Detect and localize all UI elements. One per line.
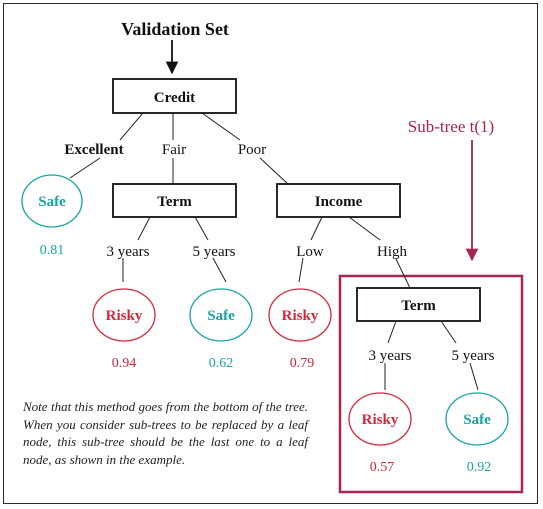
edge-label-3years-left: 3 years (107, 244, 150, 260)
leaf-label: Risky (106, 308, 143, 324)
edge-label-low: Low (296, 244, 324, 260)
tree-edges (69, 112, 479, 391)
edge-term-3years (137, 216, 151, 241)
edge-5years-safe (212, 257, 227, 283)
edge-high-subtree (395, 258, 411, 289)
edge-5years-safe-right (469, 362, 479, 391)
leaf-label: Safe (207, 308, 235, 324)
leaf-safe-excellent: Safe 0.81 (21, 174, 83, 258)
edge-credit-excellent (119, 112, 144, 141)
edge-label-5years-left: 5 years (193, 244, 236, 260)
edge-label-high: High (377, 244, 408, 260)
edge-term-5years (194, 216, 209, 241)
edge-label-fair: Fair (162, 142, 186, 158)
node-credit: Credit (112, 78, 237, 114)
edge-poor-income (259, 157, 289, 185)
leaf-value: 0.62 (209, 356, 234, 371)
node-term-right-label: Term (401, 298, 436, 314)
leaf-value: 0.57 (370, 460, 395, 475)
leaf-safe-subtree: Safe 0.92 (445, 392, 509, 475)
edge-credit-poor (201, 112, 241, 141)
subtree-label: Sub-tree t(1) (408, 117, 494, 136)
subtree-box (338, 274, 524, 494)
edge-labels: Excellent Fair Poor 3 years 5 years Low … (64, 142, 494, 364)
leaf-label: Risky (362, 412, 399, 428)
leaf-label: Risky (282, 308, 319, 324)
edge-label-5years-right: 5 years (452, 348, 495, 364)
node-term-right: Term (356, 287, 481, 322)
leaf-label: Safe (463, 412, 491, 428)
explanatory-note: Note that this method goes from the bott… (23, 399, 308, 467)
edge-term-3years-right (387, 320, 397, 344)
leaf-value: 0.81 (40, 243, 65, 258)
edge-label-excellent: Excellent (64, 142, 123, 158)
leaf-risky-subtree: Risky 0.57 (348, 392, 412, 475)
edge-label-poor: Poor (238, 142, 266, 158)
leaf-value: 0.92 (467, 460, 492, 475)
edge-label-3years-right: 3 years (369, 348, 412, 364)
node-term-left: Term (112, 183, 237, 218)
node-term-left-label: Term (157, 194, 192, 210)
edge-low-risky (298, 257, 304, 283)
leaf-label: Safe (38, 194, 66, 210)
leaf-safe-5years: Safe 0.62 (189, 288, 253, 371)
leaf-risky-low: Risky 0.79 (268, 288, 332, 371)
edge-excellent-safe (69, 157, 101, 179)
edge-term-5years-right (440, 320, 457, 344)
edge-income-high (348, 216, 381, 241)
leaf-value: 0.94 (112, 356, 137, 371)
node-credit-label: Credit (154, 90, 195, 106)
edge-income-low (310, 216, 323, 241)
leaf-value: 0.79 (290, 356, 315, 371)
title: Validation Set (121, 19, 229, 39)
leaf-risky-3years: Risky 0.94 (92, 288, 156, 371)
node-income: Income (276, 183, 401, 218)
node-income-label: Income (315, 194, 363, 210)
